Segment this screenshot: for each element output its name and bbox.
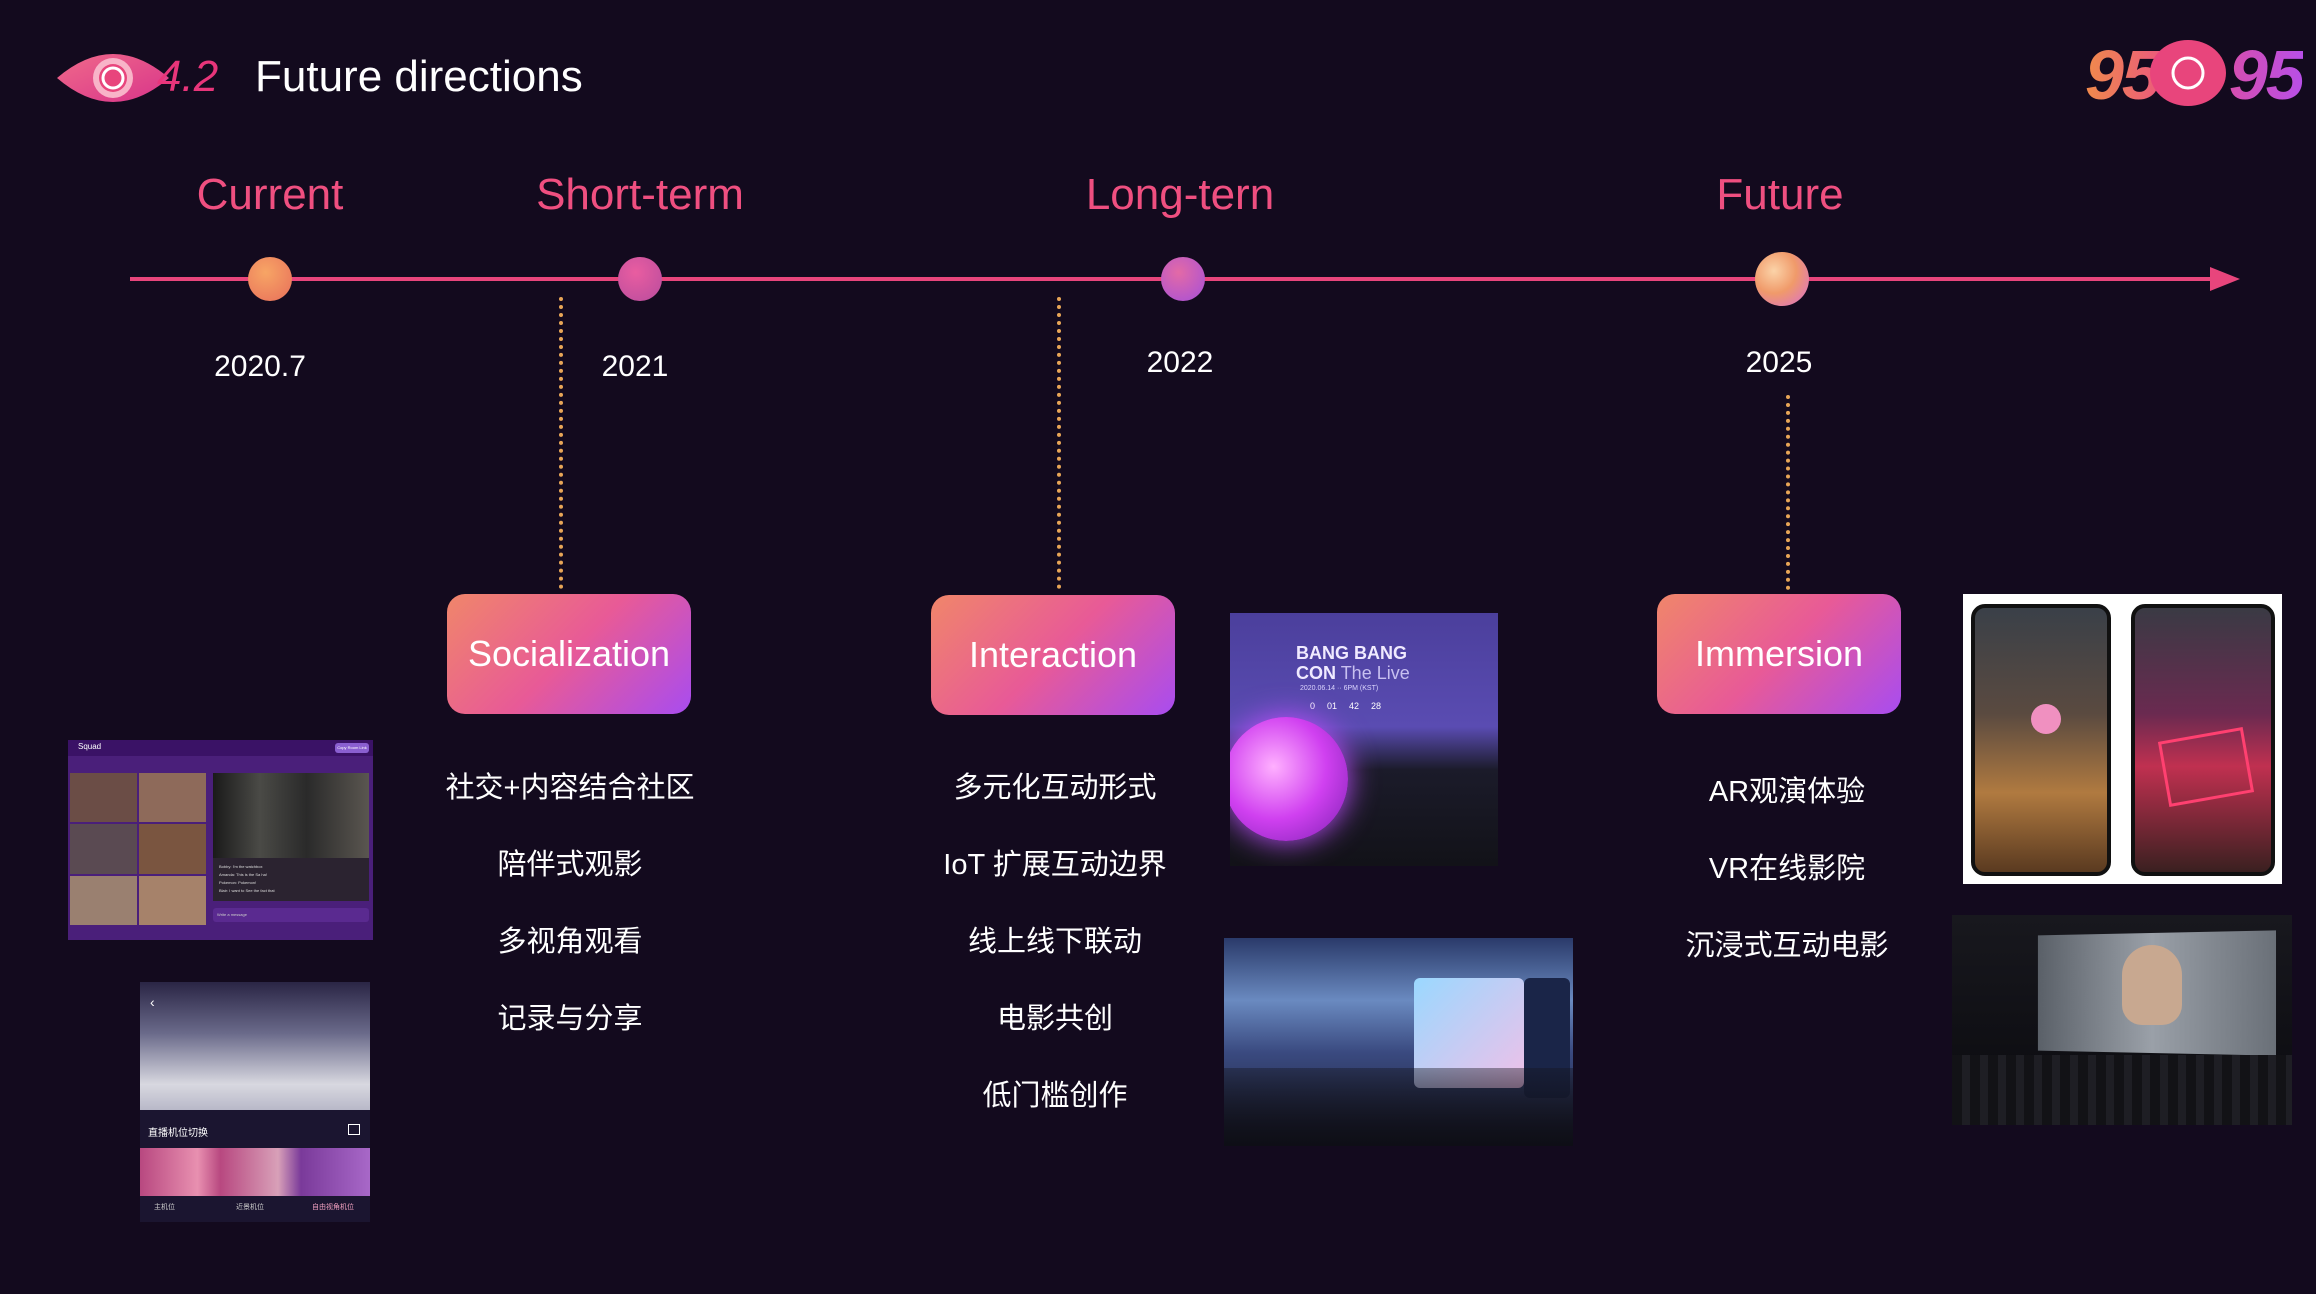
multicam-panel-title: 直播机位切换 bbox=[148, 1128, 208, 1139]
features-interaction: 多元化互动形式 IoT 扩展互动边界 线上线下联动 电影共创 低门槛创作 bbox=[905, 768, 1205, 1153]
features-socialization: 社交+内容结合社区 陪伴式观影 多视角观看 记录与分享 bbox=[420, 768, 720, 1076]
feature-item: 多元化互动形式 bbox=[953, 772, 1157, 804]
squad-chat-line: Pokemon: Pokemon! bbox=[219, 880, 257, 885]
countdown-digit: 42 bbox=[1349, 701, 1360, 711]
feature-item: 低门槛创作 bbox=[982, 1080, 1128, 1112]
phase-label-short-term: Short-term bbox=[536, 170, 744, 219]
bts-title-live: The Live bbox=[1340, 663, 1410, 683]
timeline-dot-long-term bbox=[1161, 257, 1205, 301]
image-expo-crowd bbox=[1224, 938, 1573, 1146]
feature-item: 陪伴式观影 bbox=[497, 849, 643, 881]
cam-label: 主机位 bbox=[154, 1204, 175, 1211]
connector-interaction bbox=[1057, 297, 1061, 589]
feature-item: 记录与分享 bbox=[497, 1003, 643, 1035]
phase-label-long-term: Long-tern bbox=[1085, 170, 1275, 219]
phase-label-future: Future bbox=[1716, 170, 1844, 219]
squad-chat-line: Amanda: This is the Sa ha! bbox=[219, 872, 267, 877]
bts-date: 2020.06.14 ·· 6PM (KST) bbox=[1300, 685, 1379, 692]
countdown-digit: 0 bbox=[1310, 701, 1316, 711]
features-immersion: AR观演体验 VR在线影院 沉浸式互动电影 bbox=[1637, 772, 1937, 1003]
feature-item: 沉浸式互动电影 bbox=[1685, 930, 1889, 962]
year-future: 2025 bbox=[1745, 346, 1813, 379]
year-current: 2020.7 bbox=[214, 350, 306, 383]
page-title: Future directions bbox=[255, 52, 583, 101]
direction-socialization: Socialization bbox=[447, 594, 691, 714]
image-interactive-cinema bbox=[1952, 915, 2292, 1125]
cam-label: 自由视角机位 bbox=[312, 1204, 354, 1211]
phase-label-current: Current bbox=[196, 170, 344, 219]
direction-immersion: Immersion bbox=[1657, 594, 1901, 714]
countdown-digit: 28 bbox=[1371, 701, 1382, 711]
squad-chat-line: Blair: I want to See the fact that bbox=[219, 888, 275, 893]
squad-copy-link-button: Copy Room Link bbox=[335, 743, 369, 753]
timeline-arrow-icon bbox=[2210, 267, 2240, 291]
back-icon: ‹ bbox=[150, 994, 155, 1010]
connector-socialization bbox=[559, 297, 563, 589]
timeline-dot-future bbox=[1755, 252, 1809, 306]
image-idol-multicam: ‹ 直播机位切换 主机位 近景机位 自由视角机位 bbox=[140, 982, 370, 1222]
section-number: 4.2 bbox=[157, 52, 219, 101]
feature-item: 社交+内容结合社区 bbox=[445, 772, 695, 804]
image-squad-watch-party: Squad Copy Room Link Bobby: I'm the watc… bbox=[68, 740, 373, 940]
feature-item: VR在线影院 bbox=[1708, 853, 1866, 885]
brand-right: 95 bbox=[2228, 36, 2303, 114]
squad-message-input: Write a message bbox=[213, 908, 369, 922]
direction-interaction: Interaction bbox=[931, 595, 1175, 715]
brand-eye-icon bbox=[2150, 40, 2226, 106]
timeline-dot-current bbox=[248, 257, 292, 301]
feature-item: 多视角观看 bbox=[497, 926, 643, 958]
feature-item: 电影共创 bbox=[996, 1003, 1113, 1035]
connector-immersion bbox=[1786, 395, 1790, 590]
image-ar-phones bbox=[1963, 594, 2282, 884]
eye-logo-icon bbox=[57, 54, 169, 102]
army-bomb-lightstick bbox=[1230, 717, 1348, 841]
feature-item: 线上线下联动 bbox=[967, 926, 1142, 958]
feature-item: AR观演体验 bbox=[1708, 776, 1866, 808]
year-long-term: 2022 bbox=[1146, 346, 1214, 379]
year-short-term: 2021 bbox=[601, 350, 669, 383]
squad-app-name: Squad bbox=[78, 742, 102, 751]
bts-title-line1: BANG BANG bbox=[1296, 643, 1407, 663]
squad-chat-line: Bobby: I'm the watchbox bbox=[219, 864, 263, 869]
fullscreen-icon bbox=[348, 1124, 360, 1135]
timeline-dot-short-term bbox=[618, 257, 662, 301]
bts-title-con: CON bbox=[1296, 663, 1336, 683]
image-bang-bang-con: BANG BANG CON The Live 2020.06.14 ·· 6PM… bbox=[1230, 613, 1498, 866]
feature-item: IoT 扩展互动边界 bbox=[943, 849, 1167, 881]
countdown-digit: 01 bbox=[1327, 701, 1338, 711]
cam-label: 近景机位 bbox=[236, 1204, 264, 1211]
